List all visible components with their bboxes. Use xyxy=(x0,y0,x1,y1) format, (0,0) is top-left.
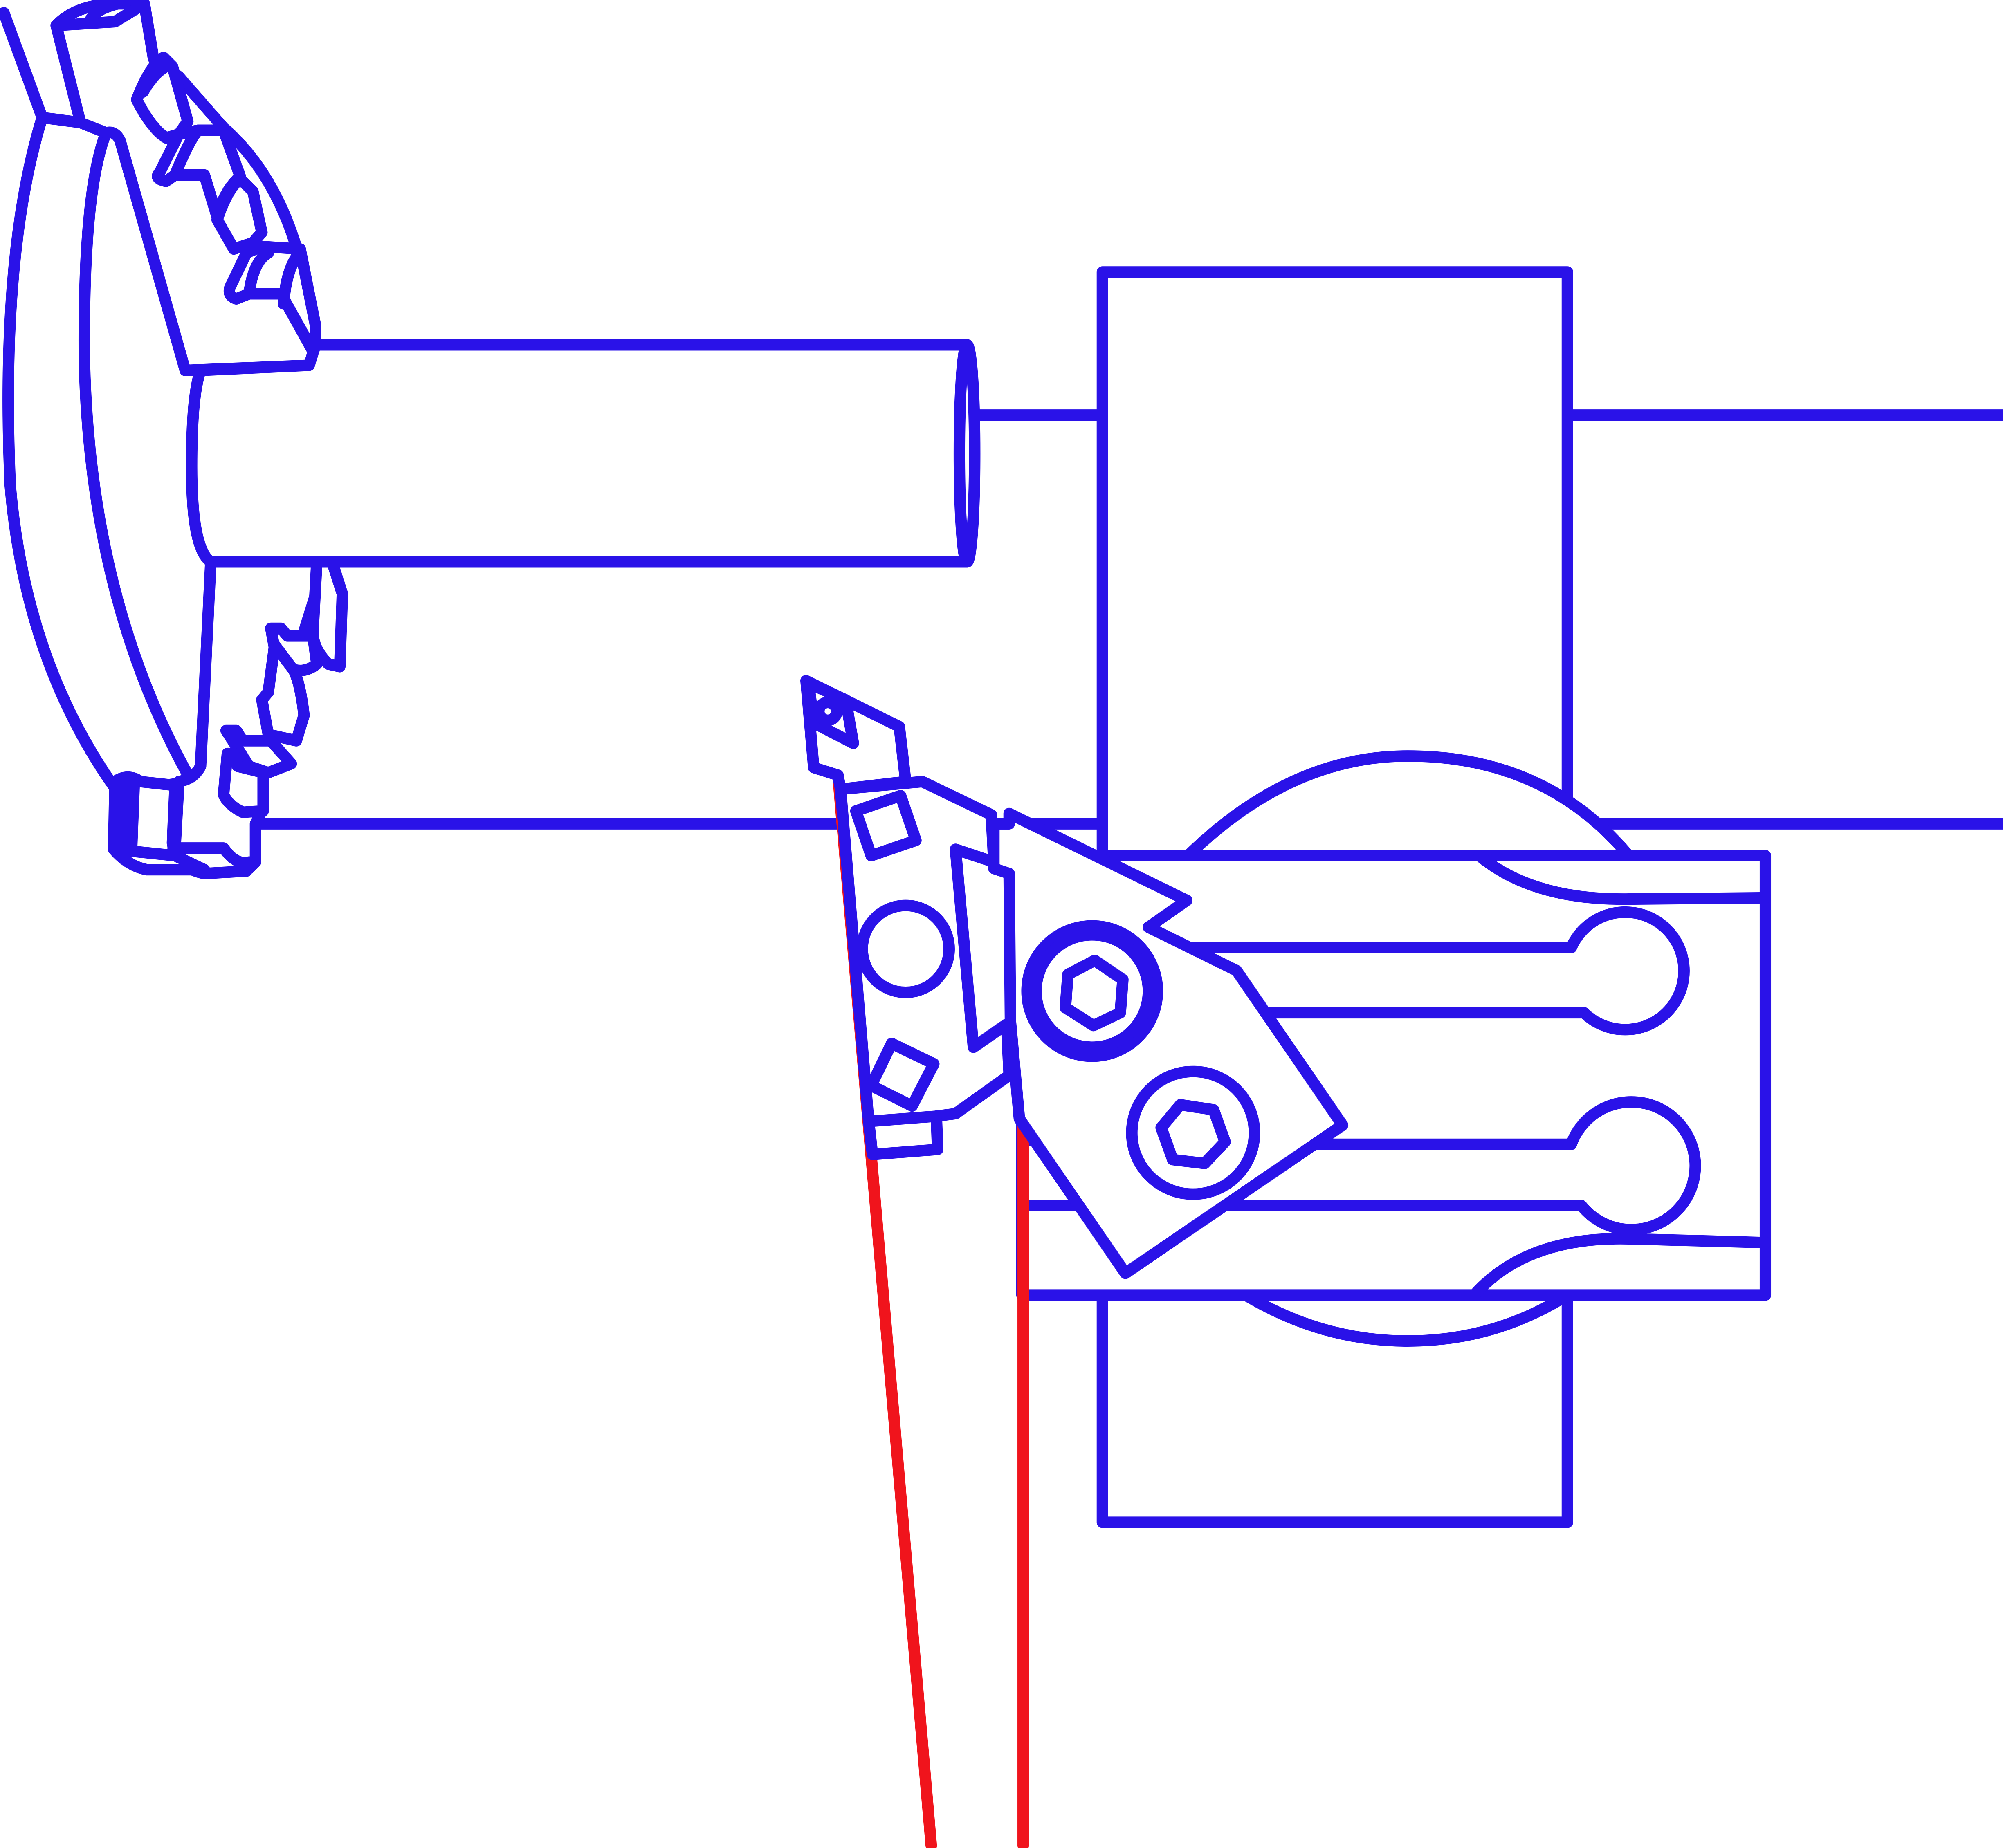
tool-holder xyxy=(800,675,1015,1160)
shaft-end-face xyxy=(953,339,981,568)
chuck-jaw-5-detail-b xyxy=(278,246,306,310)
holder-square-pad-lower xyxy=(865,1038,940,1112)
chuck-jaw-2-detail xyxy=(137,61,172,98)
housing-curve-top xyxy=(1473,850,1772,905)
workpiece-shaft xyxy=(186,339,981,568)
chuck-jaw-10 xyxy=(218,747,269,818)
chuck-jaw-12-base xyxy=(108,843,210,876)
turret-arc-top xyxy=(1182,750,1635,861)
turret-arc-bottom xyxy=(1240,1289,1573,1347)
insert-screw-hole xyxy=(813,696,843,726)
chuck-jaw-11-detail xyxy=(117,780,131,855)
holder-square-pad-upper xyxy=(850,790,922,861)
holder-round-hole xyxy=(856,899,955,998)
chuck-edge-line xyxy=(0,7,48,123)
chuck-jaw-3-detail xyxy=(169,124,204,181)
chuck-jaw-5-detail xyxy=(243,247,274,300)
clamp-bar-lower xyxy=(1218,1096,1701,1236)
chuck-jaw-1-detail xyxy=(83,0,124,29)
housing-curve-bottom xyxy=(1468,1233,1772,1301)
clamp-plate xyxy=(988,807,1349,1279)
clamp-bar-upper xyxy=(1182,906,1690,1036)
lathe-chuck xyxy=(0,0,348,879)
shaft-body xyxy=(186,339,973,568)
clamp-screw-2-hex-icon xyxy=(1155,1099,1231,1169)
chuck-jaw-4 xyxy=(211,173,268,255)
holder-base-line xyxy=(864,1110,942,1127)
clamp-screw-1-hex-icon xyxy=(1060,954,1129,1032)
chuck-jaw-11-detail-b xyxy=(126,780,140,855)
chuck-jaw-8 xyxy=(256,639,310,747)
chuck-disc-rim xyxy=(2,112,198,798)
